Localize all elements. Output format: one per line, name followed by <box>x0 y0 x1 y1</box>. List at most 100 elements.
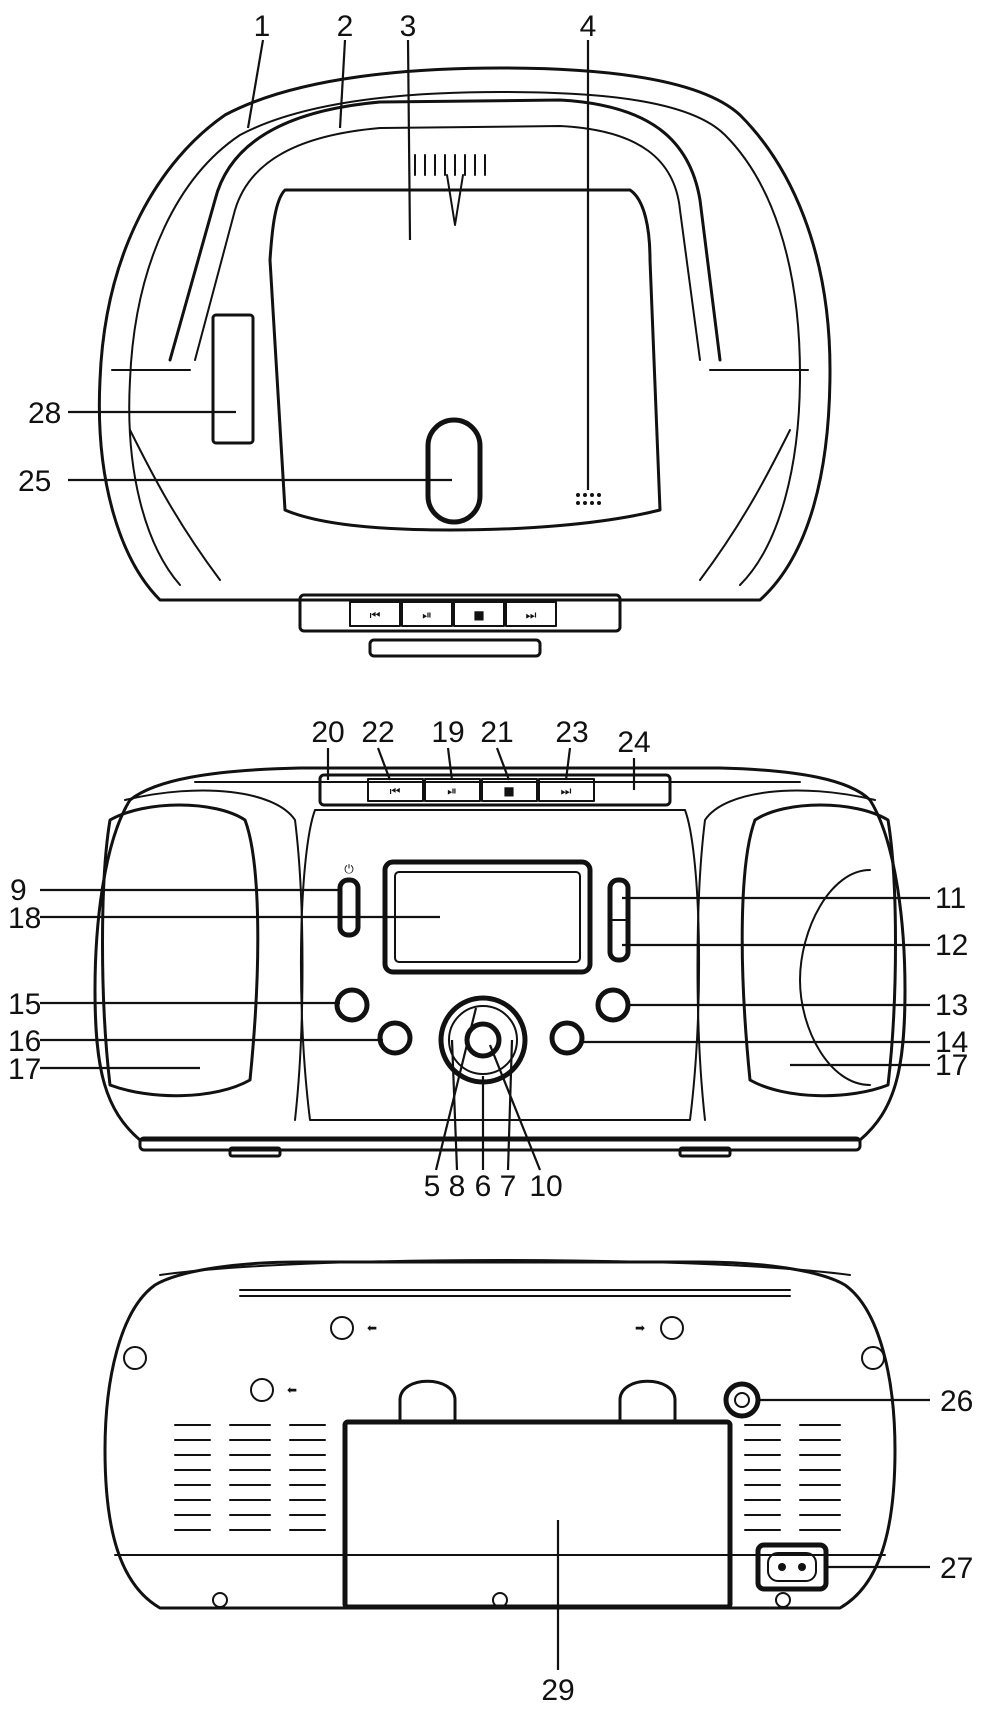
callout-23: 23 <box>555 716 588 749</box>
callout-15: 15 <box>8 988 41 1021</box>
callout-6: 6 <box>475 1170 492 1203</box>
front-prev-button[interactable] <box>367 778 424 802</box>
callout-26: 26 <box>940 1385 973 1418</box>
callout-11: 11 <box>935 882 966 915</box>
control-panel <box>299 809 701 1121</box>
top-stop-button[interactable] <box>453 601 505 627</box>
callout-2: 2 <box>337 10 354 43</box>
speaker-left <box>101 803 260 1098</box>
front-prev-icon: ⏮ <box>390 784 401 798</box>
handle <box>168 98 722 362</box>
speaker-right-cone <box>799 869 871 1086</box>
callout-22: 22 <box>361 716 394 749</box>
ac-power-socket-inner <box>767 1552 817 1582</box>
callout-20: 20 <box>311 716 344 749</box>
button-14[interactable] <box>549 1020 585 1056</box>
speaker-right-frame <box>696 789 876 1121</box>
top-prev-button[interactable] <box>349 601 401 627</box>
aux-jack[interactable] <box>723 1381 761 1419</box>
callout-24: 24 <box>617 726 650 759</box>
vent-grille-right <box>744 1424 841 1531</box>
callout-28: 28 <box>28 397 61 430</box>
power-switch[interactable] <box>337 877 361 938</box>
screw-mid-left <box>250 1378 274 1402</box>
callout-12: 12 <box>935 929 968 962</box>
top-view-inner-body <box>128 91 801 586</box>
rear-arrow-left-icon: ⬅ <box>367 1321 377 1335</box>
screw-top-left <box>330 1316 354 1340</box>
top-view: ⏮ ⏯ ■ ⏭ 1 2 3 4 28 25 <box>18 10 832 658</box>
callout-1: 1 <box>254 10 271 43</box>
front-top-buttons: ⏮ ⏯ ■ ⏭ <box>318 773 672 807</box>
screw-left <box>123 1346 147 1370</box>
callout-18: 18 <box>8 902 41 935</box>
ac-pin-left <box>778 1563 786 1571</box>
top-view-callouts: 1 2 3 4 28 25 <box>18 10 596 498</box>
front-view-body <box>93 766 907 1142</box>
front-view-callouts: 20 22 19 21 23 24 9 18 15 16 17 11 12 <box>8 716 968 1203</box>
callout-25: 25 <box>18 465 51 498</box>
top-view-side-right <box>699 429 791 581</box>
handle-inner <box>194 125 701 361</box>
callout-5: 5 <box>424 1170 441 1203</box>
top-prev-icon: ⏮ <box>370 608 381 622</box>
callout-14: 14 <box>935 1026 968 1059</box>
callout-4: 4 <box>580 10 597 43</box>
top-playpause-icon: ⏯ <box>422 608 432 622</box>
speaker-right <box>740 803 897 1098</box>
callout-17-left: 17 <box>8 1053 41 1086</box>
callout-29: 29 <box>541 1674 574 1707</box>
rear-view-body <box>103 1260 897 1610</box>
top-next-icon: ⏭ <box>526 608 537 622</box>
callout-16: 16 <box>8 1025 41 1058</box>
callout-27: 27 <box>940 1552 973 1585</box>
aux-jack-inner <box>734 1392 750 1408</box>
top-stop-icon: ■ <box>473 608 484 622</box>
front-next-icon: ⏭ <box>561 784 572 798</box>
rear-arrow-right-icon: ➡ <box>635 1321 645 1335</box>
power-icon: ⏻ <box>344 862 354 876</box>
front-foot-left <box>228 1146 282 1158</box>
top-view-outer-body <box>97 66 832 602</box>
front-base <box>138 1136 862 1152</box>
callout-7: 7 <box>500 1170 517 1203</box>
callout-10: 10 <box>529 1170 562 1203</box>
callout-21: 21 <box>480 716 513 749</box>
battery-latch-left[interactable] <box>398 1379 457 1424</box>
screw-bottom-left <box>212 1592 228 1608</box>
callout-9: 9 <box>10 874 27 907</box>
screw-bottom-right <box>775 1592 791 1608</box>
button-15[interactable] <box>334 987 370 1023</box>
vent-grille-left <box>174 1424 326 1531</box>
callout-8: 8 <box>449 1170 466 1203</box>
cd-lid <box>268 188 662 532</box>
front-view: ⏮ ⏯ ■ ⏭ ⏻ 20 22 19 21 23 <box>8 716 968 1203</box>
screw-top-right <box>660 1316 684 1340</box>
battery-compartment-cover[interactable] <box>342 1419 733 1610</box>
button-13[interactable] <box>595 987 631 1023</box>
telescopic-antenna-slot <box>211 313 255 445</box>
callout-3: 3 <box>400 10 417 43</box>
top-next-button[interactable] <box>505 601 557 627</box>
button-16[interactable] <box>377 1020 413 1056</box>
lid-vent-lines <box>414 154 486 226</box>
rear-handle-edge <box>159 1259 851 1276</box>
top-view-base-bar <box>368 638 542 658</box>
front-foot-right <box>678 1146 732 1158</box>
front-playpause-icon: ⏯ <box>447 784 457 798</box>
speaker-left-frame <box>124 789 304 1121</box>
rear-view: ⬅ ➡ ⬅ <box>103 1259 973 1707</box>
battery-latch-right[interactable] <box>618 1379 677 1424</box>
top-playpause-button[interactable] <box>401 601 453 627</box>
front-stop-icon: ■ <box>503 784 514 798</box>
ac-pin-right <box>798 1563 806 1571</box>
navigation-ring-inner <box>448 1005 518 1075</box>
rear-arrow-mid-icon: ⬅ <box>287 1383 297 1397</box>
callout-19: 19 <box>431 716 464 749</box>
ir-sensor <box>576 493 601 505</box>
callout-13: 13 <box>935 989 968 1022</box>
top-transport-buttons: ⏮ ⏯ ■ ⏭ <box>298 593 622 633</box>
top-view-side-left <box>129 429 221 581</box>
lid-open-button[interactable] <box>425 417 483 525</box>
